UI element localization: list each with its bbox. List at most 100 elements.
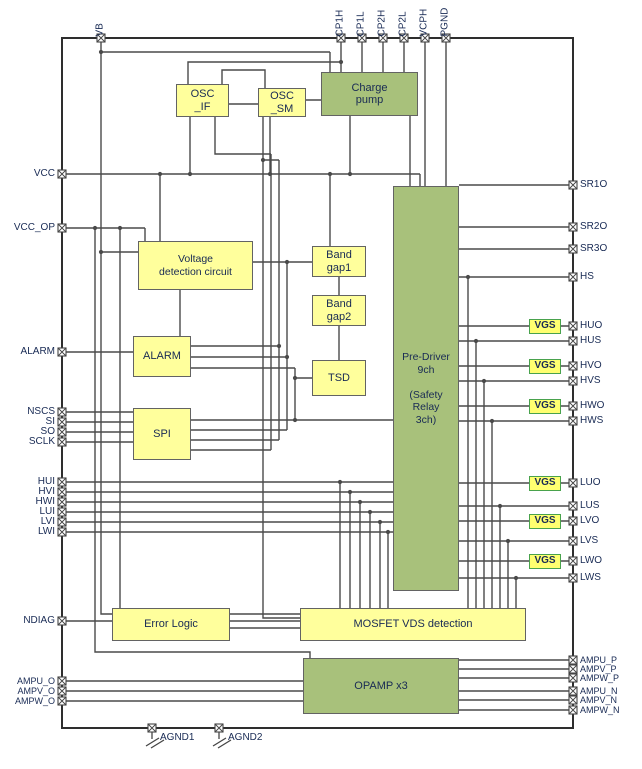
block-charge-pump: Charge pump bbox=[321, 72, 418, 116]
pin-si bbox=[57, 417, 67, 427]
block-vgs-lv: VGS bbox=[529, 514, 561, 529]
pin-ampv-n bbox=[568, 695, 578, 705]
pin-ampu-o bbox=[57, 676, 67, 686]
pin-label-agnd2: AGND2 bbox=[228, 732, 263, 743]
pin-hvi bbox=[57, 487, 67, 497]
pin-hvs bbox=[568, 376, 578, 386]
pin-label-ampv-o: AMPV_O bbox=[17, 686, 55, 696]
block-error-logic: Error Logic bbox=[112, 608, 230, 641]
pin-label-pgnd: PGND bbox=[439, 7, 451, 37]
pin-label-hs: HS bbox=[580, 271, 594, 282]
pin-label-hvo: HVO bbox=[580, 360, 602, 371]
pin-lwo bbox=[568, 556, 578, 566]
pin-label-lwo: LWO bbox=[580, 555, 603, 566]
pin-label-lvs: LVS bbox=[580, 535, 599, 546]
pin-label-ampu-p: AMPU_P bbox=[580, 655, 618, 665]
pin-alarm bbox=[57, 347, 67, 357]
pin-label-lvo: LVO bbox=[580, 515, 600, 526]
pin-label-lws: LWS bbox=[580, 572, 601, 583]
pin-lui bbox=[57, 507, 67, 517]
block-vgs-hw: VGS bbox=[529, 399, 561, 414]
block-voltage-detection: Voltage detection circuit bbox=[138, 241, 253, 290]
pin-label-hws: HWS bbox=[580, 415, 604, 426]
pin-label-hvs: HVS bbox=[580, 375, 601, 386]
pin-so bbox=[57, 427, 67, 437]
pin-hwo bbox=[568, 401, 578, 411]
pin-ampu-p bbox=[568, 655, 578, 665]
pin-label-huo: HUO bbox=[580, 320, 603, 331]
pin-label-lus: LUS bbox=[580, 500, 600, 511]
pin-label-cp2l: CP2L bbox=[397, 11, 409, 37]
pin-ndiag bbox=[57, 616, 67, 626]
pin-agnd1 bbox=[147, 723, 157, 733]
block-band-gap2: Band gap2 bbox=[312, 295, 366, 326]
pin-ampv-p bbox=[568, 664, 578, 674]
pin-hus bbox=[568, 336, 578, 346]
pin-label-agnd1: AGND1 bbox=[160, 732, 195, 743]
pin-label-ndiag: NDIAG bbox=[23, 615, 55, 626]
pin-label-sr3o: SR3O bbox=[580, 243, 608, 254]
block-alarm: ALARM bbox=[133, 336, 191, 377]
pin-label-ampv-p: AMPV_P bbox=[580, 664, 617, 674]
pin-label-lwi: LWI bbox=[37, 526, 55, 537]
pin-label-ampv-n: AMPV_N bbox=[580, 695, 618, 705]
block-vgs-lu: VGS bbox=[529, 476, 561, 491]
block-spi: SPI bbox=[133, 408, 191, 460]
pin-label-lvi: LVI bbox=[40, 516, 55, 527]
pin-agnd2 bbox=[214, 723, 224, 733]
block-osc-sm: OSC _SM bbox=[258, 88, 306, 117]
pin-label-so: SO bbox=[40, 426, 55, 437]
block-pre-driver: Pre-Driver 9ch (Safety Relay 3ch) bbox=[393, 186, 459, 591]
pin-label-cp2h: CP2H bbox=[376, 9, 388, 37]
block-vgs-lw: VGS bbox=[529, 554, 561, 569]
pin-label-sr2o: SR2O bbox=[580, 221, 608, 232]
pin-ampw-n bbox=[568, 705, 578, 715]
pin-lus bbox=[568, 501, 578, 511]
pin-nscs bbox=[57, 407, 67, 417]
pin-huo bbox=[568, 321, 578, 331]
pin-hui bbox=[57, 477, 67, 487]
pin-label-si: SI bbox=[45, 416, 55, 427]
block-osc-if: OSC _IF bbox=[176, 84, 229, 117]
block-band-gap1: Band gap1 bbox=[312, 246, 366, 277]
wires-osc-middle bbox=[179, 61, 341, 619]
pin-label-ampu-o: AMPU_O bbox=[16, 676, 55, 686]
pin-label-ampw-o: AMPW_O bbox=[14, 696, 55, 706]
pin-label-lui: LUI bbox=[39, 506, 55, 517]
block-vgs-hv: VGS bbox=[529, 359, 561, 374]
pin-ampw-o bbox=[57, 696, 67, 706]
pin-label-hwo: HWO bbox=[580, 400, 605, 411]
pin-label-hui: HUI bbox=[37, 476, 55, 487]
pin-lws bbox=[568, 573, 578, 583]
pin-ampv-o bbox=[57, 686, 67, 696]
pin-hs bbox=[568, 272, 578, 282]
block-opamp: OPAMP x3 bbox=[303, 658, 459, 714]
wires-left-signals bbox=[66, 345, 393, 702]
pin-lvs bbox=[568, 536, 578, 546]
pin-label-sclk: SCLK bbox=[28, 436, 55, 447]
pin-label-hwi: HWI bbox=[35, 496, 55, 507]
pin-ampw-p bbox=[568, 673, 578, 683]
pin-sr3o bbox=[568, 244, 578, 254]
pin-label-cp1h: CP1H bbox=[334, 9, 346, 37]
pin-luo bbox=[568, 478, 578, 488]
pin-sr2o bbox=[568, 222, 578, 232]
block-mosfet-vds: MOSFET VDS detection bbox=[300, 608, 526, 641]
pin-label-hvi: HVI bbox=[38, 486, 55, 497]
pin-ampu-n bbox=[568, 686, 578, 696]
pin-label-hus: HUS bbox=[580, 335, 602, 346]
pin-label-vcc: VCC bbox=[33, 168, 55, 179]
pin-label-nscs: NSCS bbox=[27, 406, 55, 417]
pin-label-ampw-n: AMPW_N bbox=[580, 705, 620, 715]
pin-sr1o bbox=[568, 180, 578, 190]
pin-label-ampw-p: AMPW_P bbox=[580, 673, 620, 683]
pin-label-vcph: VCPH bbox=[418, 8, 430, 37]
junction-dots bbox=[92, 49, 519, 581]
pin-sclk bbox=[57, 437, 67, 447]
pin-hvo bbox=[568, 361, 578, 371]
block-tsd: TSD bbox=[312, 360, 366, 396]
block-vgs-hu: VGS bbox=[529, 319, 561, 334]
pin-vcc bbox=[57, 169, 67, 179]
